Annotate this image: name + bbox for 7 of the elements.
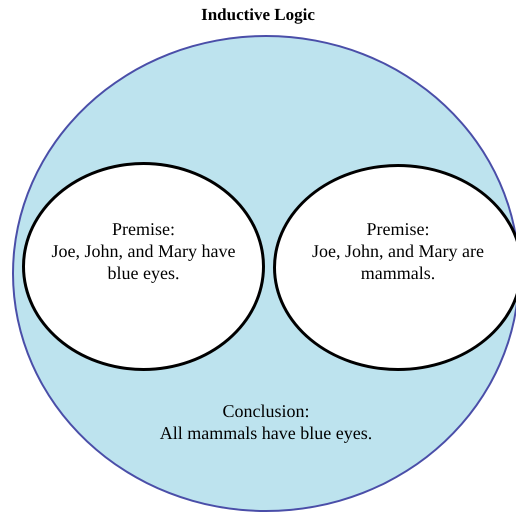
node-text: Conclusion: [221,400,310,422]
node-text: Premise: [111,218,176,240]
node-text: Joe, John, and Mary are mammals. [311,240,485,284]
node-text: Premise: [366,218,430,240]
node-text: All mammals have blue eyes. [158,422,374,444]
title: Inductive Logic [200,5,316,25]
node-text: Joe, John, and Mary have blue eyes. [50,240,236,284]
